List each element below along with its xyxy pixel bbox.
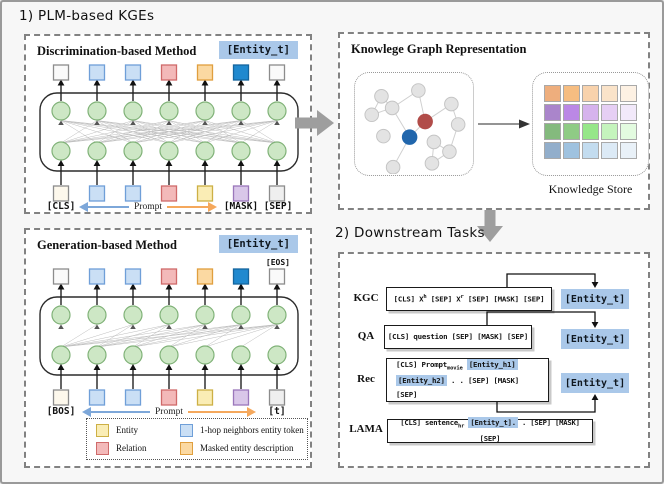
store-cell	[582, 85, 599, 102]
store-cell	[601, 85, 618, 102]
kgc-sequence-box: [CLS] Xh [SEP] Xr [SEP] [MASK] [SEP]	[386, 287, 552, 311]
discrimination-title: Discrimination-based Method	[37, 44, 197, 58]
prompt-left-arrow-icon	[81, 406, 151, 418]
knowledge-graph-panel: Knowlege Graph Representation Knowledge …	[338, 32, 650, 210]
prompt-left-arrow-icon	[78, 201, 130, 213]
legend-swatch-icon	[96, 441, 109, 455]
store-cell	[563, 85, 580, 102]
store-cell	[620, 142, 637, 159]
bos-token-label: [BOS]	[46, 406, 76, 417]
qa-entity-t-chip: [Entity_t]	[561, 329, 629, 349]
task-label-rec: Rec	[357, 373, 375, 385]
knowledge-store-label: Knowledge Store	[548, 182, 633, 196]
store-cell	[601, 142, 618, 159]
legend-swatch-icon	[180, 441, 193, 455]
prompt-label: Prompt	[134, 202, 162, 212]
prompt-arrows: Prompt	[81, 406, 257, 418]
generation-token-labels: [BOS] Prompt [t]	[38, 406, 300, 421]
rec-entity-t-chip: [Entity_t]	[561, 373, 629, 393]
store-cell	[601, 104, 618, 121]
legend-label: Relation	[116, 443, 147, 453]
generation-method-panel: Generation-based Method [Entity_t] [EOS]…	[24, 228, 312, 468]
store-cell	[582, 142, 599, 159]
store-cell	[544, 85, 561, 102]
generation-transformer-diagram	[39, 268, 299, 406]
legend-item: Masked entity description	[180, 441, 304, 455]
legend-swatch-icon	[180, 423, 193, 437]
store-cell	[544, 104, 561, 121]
section-title-downstream: 2) Downstream Tasks	[335, 225, 485, 241]
task-label-lama: LAMA	[349, 423, 383, 435]
lama-sequence-box: [CLS] sentencehr [Entity_t]. . [SEP] [MA…	[387, 417, 593, 443]
task-label-qa: QA	[357, 330, 375, 342]
downstream-tasks-panel: KGC [CLS] Xh [SEP] Xr [SEP] [MASK] [SEP]…	[338, 252, 650, 468]
legend-label: Masked entity description	[200, 443, 294, 453]
store-cell	[563, 123, 580, 140]
discrimination-token-labels: [CLS] Prompt [MASK] [SEP]	[38, 201, 300, 216]
legend-label: 1-hop neighbors entity token	[200, 425, 304, 435]
task-label-kgc: KGC	[353, 292, 379, 304]
store-cell	[544, 123, 561, 140]
generation-title: Generation-based Method	[37, 238, 177, 252]
store-cell	[544, 142, 561, 159]
sep-token-label: [SEP]	[263, 201, 293, 212]
legend-label: Entity	[116, 425, 138, 435]
flow-arrow-down-icon	[475, 205, 505, 248]
legend-item: 1-hop neighbors entity token	[180, 423, 304, 437]
t-token-label: [t]	[268, 406, 286, 417]
qa-sequence-box: [CLS] question [SEP] [MASK] [SEP]	[384, 325, 532, 349]
discrimination-entity-t-chip: [Entity_t]	[218, 41, 298, 59]
legend-item: Entity	[96, 423, 180, 437]
knowledge-store-grid	[544, 85, 637, 159]
store-cell	[601, 123, 618, 140]
store-cell	[620, 85, 637, 102]
store-cell	[563, 104, 580, 121]
knowledge-graph-title: Knowlege Graph Representation	[351, 42, 527, 56]
knowledge-store-grid-panel	[532, 72, 649, 176]
eos-token-label: [EOS]	[265, 258, 290, 267]
discrimination-method-panel: Discrimination-based Method [Entity_t] […	[24, 34, 312, 214]
prompt-label: Prompt	[155, 407, 183, 417]
generation-entity-t-chip: [Entity_t]	[218, 235, 298, 253]
prompt-right-arrow-icon	[188, 406, 257, 418]
kgc-entity-t-chip: [Entity_t]	[561, 289, 629, 309]
graph-to-store-arrow-icon	[478, 119, 530, 129]
mask-token-label: [MASK]	[223, 201, 259, 212]
legend-item: Relation	[96, 441, 180, 455]
graph-visualization	[354, 72, 474, 176]
store-cell	[563, 142, 580, 159]
store-cell	[620, 123, 637, 140]
section-title-plm-kges: 1) PLM-based KGEs	[19, 8, 155, 24]
store-cell	[582, 123, 599, 140]
cls-token-label: [CLS]	[46, 201, 76, 212]
legend-swatch-icon	[96, 423, 109, 437]
store-cell	[582, 104, 599, 121]
prompt-arrows: Prompt	[78, 201, 218, 213]
flow-arrow-right-icon	[295, 108, 335, 143]
prompt-right-arrow-icon	[167, 201, 218, 213]
store-cell	[620, 104, 637, 121]
rec-sequence-box: [CLS] Promptmovie [Entity_h1][Entity_h2]…	[386, 358, 549, 402]
discrimination-transformer-diagram	[39, 64, 299, 202]
